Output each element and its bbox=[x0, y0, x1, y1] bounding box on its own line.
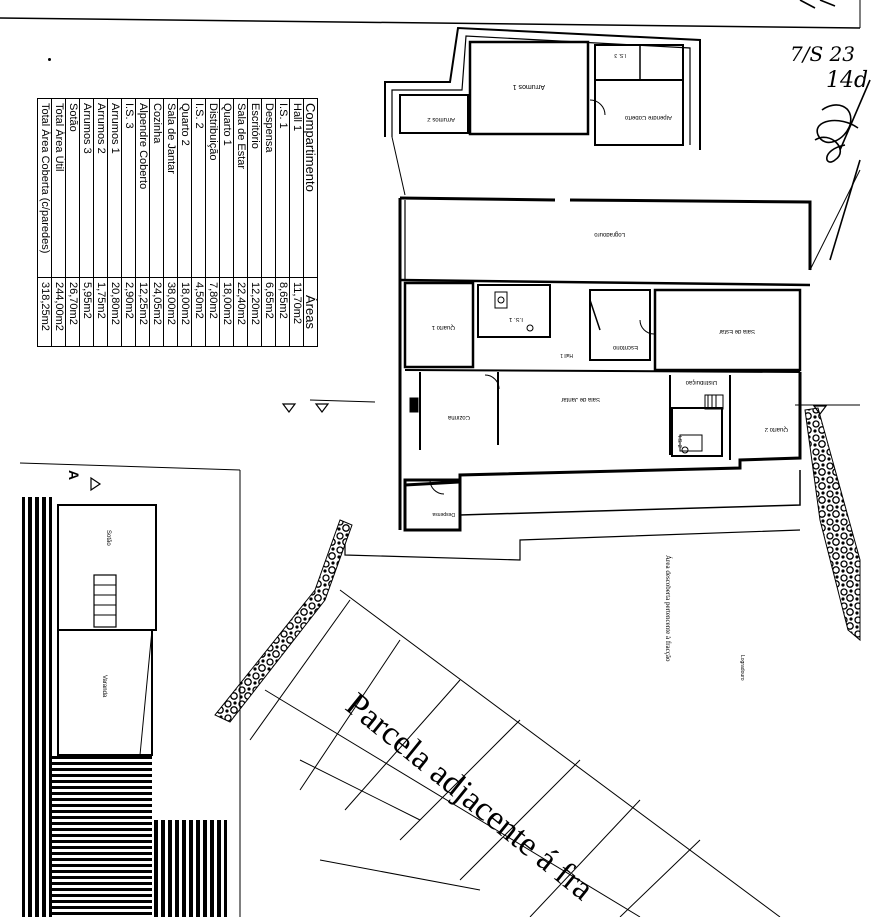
area-row-name: Quarto 1 bbox=[219, 98, 234, 278]
room-label-sala-estar: Sala de Estar bbox=[718, 328, 755, 334]
area-row-value: 244,00m2 bbox=[51, 277, 66, 347]
area-row-value: 7,80m2 bbox=[205, 277, 220, 347]
area-row-value: 26,70m2 bbox=[65, 277, 80, 347]
room-label-alpendre: Alpendre Coberto bbox=[624, 114, 672, 120]
stone-wall-right bbox=[804, 407, 861, 642]
area-row: Total Área Coberta (c/paredes)318,25m2 bbox=[37, 98, 52, 347]
area-row-value: 318,25m2 bbox=[37, 277, 52, 347]
area-row-value: 11,70m2 bbox=[289, 277, 304, 347]
annex-building bbox=[384, 26, 701, 196]
area-row-value: 24,05m2 bbox=[149, 277, 164, 347]
parcel-grid bbox=[249, 589, 781, 917]
area-row-name: Sotão bbox=[65, 98, 80, 278]
room-label-escritorio: Escritório bbox=[612, 344, 638, 350]
area-note: Área descoberta pertencente à fracção bbox=[664, 555, 672, 662]
area-row-value: 4,50m2 bbox=[191, 277, 206, 347]
area-row-name: Total Área Útil bbox=[51, 98, 66, 278]
area-row-name: Alpendre Coberto bbox=[135, 98, 150, 278]
header-area: Áreas bbox=[303, 277, 318, 347]
area-row-name: Sala de Estar bbox=[233, 98, 248, 278]
area-row-value: 22,40m2 bbox=[233, 277, 248, 347]
area-row-name: Arrumos 1 bbox=[107, 98, 122, 278]
area-row-value: 20,80m2 bbox=[107, 277, 122, 347]
room-label-varanda: Varanda bbox=[101, 675, 107, 698]
area-row-name: Total Área Coberta (c/paredes) bbox=[37, 98, 52, 278]
area-row-value: 18,00m2 bbox=[219, 277, 234, 347]
area-row-value: 38,00m2 bbox=[163, 277, 178, 347]
area-row-name: I.S. 3 bbox=[121, 98, 136, 278]
elevation-drawing bbox=[19, 462, 241, 917]
section-markers bbox=[90, 403, 828, 492]
room-label-is3: I.S. 3 bbox=[614, 52, 626, 58]
room-label-hall: Hall 1 bbox=[560, 352, 573, 358]
area-row-value: 12,20m2 bbox=[247, 277, 262, 347]
room-label-logradouro2: Logradouro bbox=[739, 655, 745, 681]
area-row-value: 18,00m2 bbox=[177, 277, 192, 347]
area-row-name: Despensa bbox=[261, 98, 276, 278]
room-label-arrumos1: Arrumos 1 bbox=[512, 83, 545, 90]
area-row-name: Arrumos 3 bbox=[79, 98, 94, 278]
room-label-quarto1: Quarto 1 bbox=[431, 324, 455, 330]
area-row-name: Quarto 2 bbox=[177, 98, 192, 278]
sheet-border-line bbox=[0, 17, 861, 29]
area-row-value: 6,65m2 bbox=[261, 277, 276, 347]
area-row-value: 8,65m2 bbox=[275, 277, 290, 347]
room-label-is2: I.S. 2 bbox=[676, 436, 682, 448]
handwriting-note-1: 7/S 23 bbox=[790, 42, 855, 66]
area-row-value: 12,25m2 bbox=[135, 277, 150, 347]
area-row-value: 2,90m2 bbox=[121, 277, 136, 347]
area-row-name: Cozinha bbox=[149, 98, 164, 278]
room-label-sala-jantar: Sala de Jantar bbox=[561, 396, 600, 402]
room-label-quarto2: Quarto 2 bbox=[764, 426, 788, 432]
room-label-logradouro: Logradouro bbox=[594, 231, 625, 237]
area-row-value: 1,75m2 bbox=[93, 277, 108, 347]
room-label-despensa: Despensa bbox=[432, 511, 455, 517]
area-row-name: I.S. 1 bbox=[275, 98, 290, 278]
area-row-value: 5,95m2 bbox=[79, 277, 94, 347]
section-mark: A bbox=[66, 470, 82, 481]
area-row-name: I.S. 2 bbox=[191, 98, 206, 278]
header-compartment: Compartimento bbox=[303, 98, 318, 278]
stone-wall-left bbox=[214, 519, 353, 723]
handwritten-signature bbox=[799, 0, 871, 261]
main-house bbox=[344, 196, 812, 561]
room-label-cozinha: Cozinha bbox=[447, 414, 470, 420]
room-label-distribuicao: Distribuição bbox=[685, 379, 717, 385]
room-label-sotao: Sotão bbox=[105, 530, 111, 546]
room-label-is1: I.S. 1 bbox=[508, 316, 523, 322]
room-label-arrumos2: Arrumos 2 bbox=[427, 116, 455, 122]
area-row-name: Hall 1 bbox=[289, 98, 304, 278]
area-row-name: Sala de Jantar bbox=[163, 98, 178, 278]
area-row-name: Escritório bbox=[247, 98, 262, 278]
area-row-name: Arrumos 2 bbox=[93, 98, 108, 278]
area-row-name: Distribuição bbox=[205, 98, 220, 278]
areas-table-header: Compartimento Áreas bbox=[303, 98, 318, 347]
handwriting-note-2: 14d bbox=[826, 68, 869, 93]
dot-mark bbox=[48, 58, 51, 61]
